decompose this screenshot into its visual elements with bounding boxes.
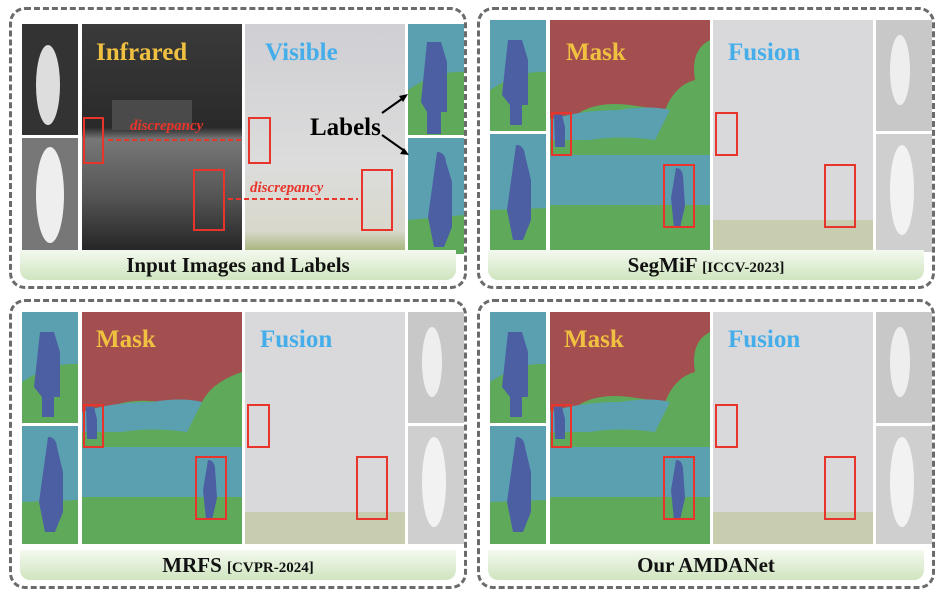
mask-region [82, 447, 242, 497]
highlight-box [247, 404, 270, 448]
highlight-box [824, 456, 856, 520]
mask-region [82, 399, 202, 432]
mask-region [554, 407, 565, 439]
mask-region [890, 35, 910, 105]
mask-region [550, 399, 670, 432]
mask-region [203, 460, 217, 520]
mask-region [890, 437, 914, 527]
highlight-box [83, 117, 104, 164]
panel-segmif: Mask Fusion SegMiF [ICCV-2023] [477, 7, 935, 289]
mask-region [39, 437, 63, 532]
mrfs-figure: Mask Fusion [22, 312, 464, 544]
mask-region [890, 327, 910, 397]
mask-region [554, 115, 565, 147]
arrow-icon [400, 148, 409, 155]
arrow-icon [399, 94, 408, 102]
caption-text: Input Images and Labels [126, 253, 350, 277]
mask-region [86, 407, 97, 439]
fusion-label: Fusion [260, 326, 332, 353]
mask-region [713, 220, 873, 252]
fusion-image [713, 20, 873, 252]
mask-region [550, 20, 710, 120]
highlight-box [248, 117, 271, 164]
mask-region [507, 145, 531, 240]
fusion-label: Fusion [728, 326, 800, 353]
mask-region [550, 107, 670, 140]
highlight-box [663, 164, 695, 228]
labels-annotation: Labels [310, 114, 381, 141]
mask-region [82, 312, 242, 412]
mask-region [502, 40, 528, 125]
mask-region [245, 512, 405, 544]
mask-region [550, 447, 710, 497]
amdanet-figure: Mask Fusion [490, 312, 932, 544]
highlight-box [715, 112, 738, 156]
visible-image [245, 24, 405, 254]
discrepancy-label: discrepancy [130, 118, 204, 134]
highlight-box [824, 164, 856, 228]
fusion-image [713, 312, 873, 544]
discrepancy-label: discrepancy [250, 180, 324, 196]
mask-region [422, 437, 446, 527]
highlight-box [193, 169, 225, 231]
mask-label: Mask [566, 39, 626, 66]
panel-caption: MRFS [CVPR-2024] [20, 550, 456, 580]
mask-region [890, 145, 914, 235]
fusion-image [245, 312, 405, 544]
mask-region [422, 327, 442, 397]
panel-caption: Our AMDANet [488, 550, 924, 580]
mask-label: Mask [96, 326, 156, 353]
infrared-label: Infrared [96, 39, 187, 66]
highlight-box [551, 404, 572, 448]
mask-region [507, 437, 531, 532]
panel-mrfs: Mask Fusion MRFS [CVPR-2024] [9, 299, 467, 589]
panel-amdanet: Mask Fusion Our AMDANet [477, 299, 935, 589]
caption-text: Our AMDANet [637, 553, 775, 577]
mask-region [550, 312, 710, 412]
highlight-box [356, 456, 388, 520]
caption-text: MRFS [162, 553, 222, 577]
mask-region [671, 460, 685, 520]
panel-caption: SegMiF [ICCV-2023] [488, 250, 924, 280]
highlight-box [663, 456, 695, 520]
panel-input-images: Infrared Visible Labels discrepancy disc… [9, 7, 467, 289]
caption-text: SegMiF [627, 253, 697, 277]
panel-caption: Input Images and Labels [20, 250, 456, 280]
venue-text: [ICCV-2023] [702, 260, 785, 276]
highlight-box [715, 404, 738, 448]
input-images-figure: Infrared Visible Labels discrepancy disc… [22, 24, 464, 254]
mask-region [34, 332, 60, 417]
segmif-figure: Mask Fusion [490, 20, 932, 252]
highlight-box [551, 112, 572, 156]
mask-region [502, 332, 528, 417]
venue-text: [CVPR-2024] [227, 560, 314, 576]
mask-region [550, 155, 710, 205]
highlight-box [361, 169, 393, 231]
fusion-label: Fusion [728, 39, 800, 66]
mask-region [713, 512, 873, 544]
mask-label: Mask [564, 326, 624, 353]
visible-label: Visible [265, 39, 338, 66]
highlight-box [195, 456, 227, 520]
mask-region [671, 168, 685, 228]
highlight-box [83, 404, 104, 448]
